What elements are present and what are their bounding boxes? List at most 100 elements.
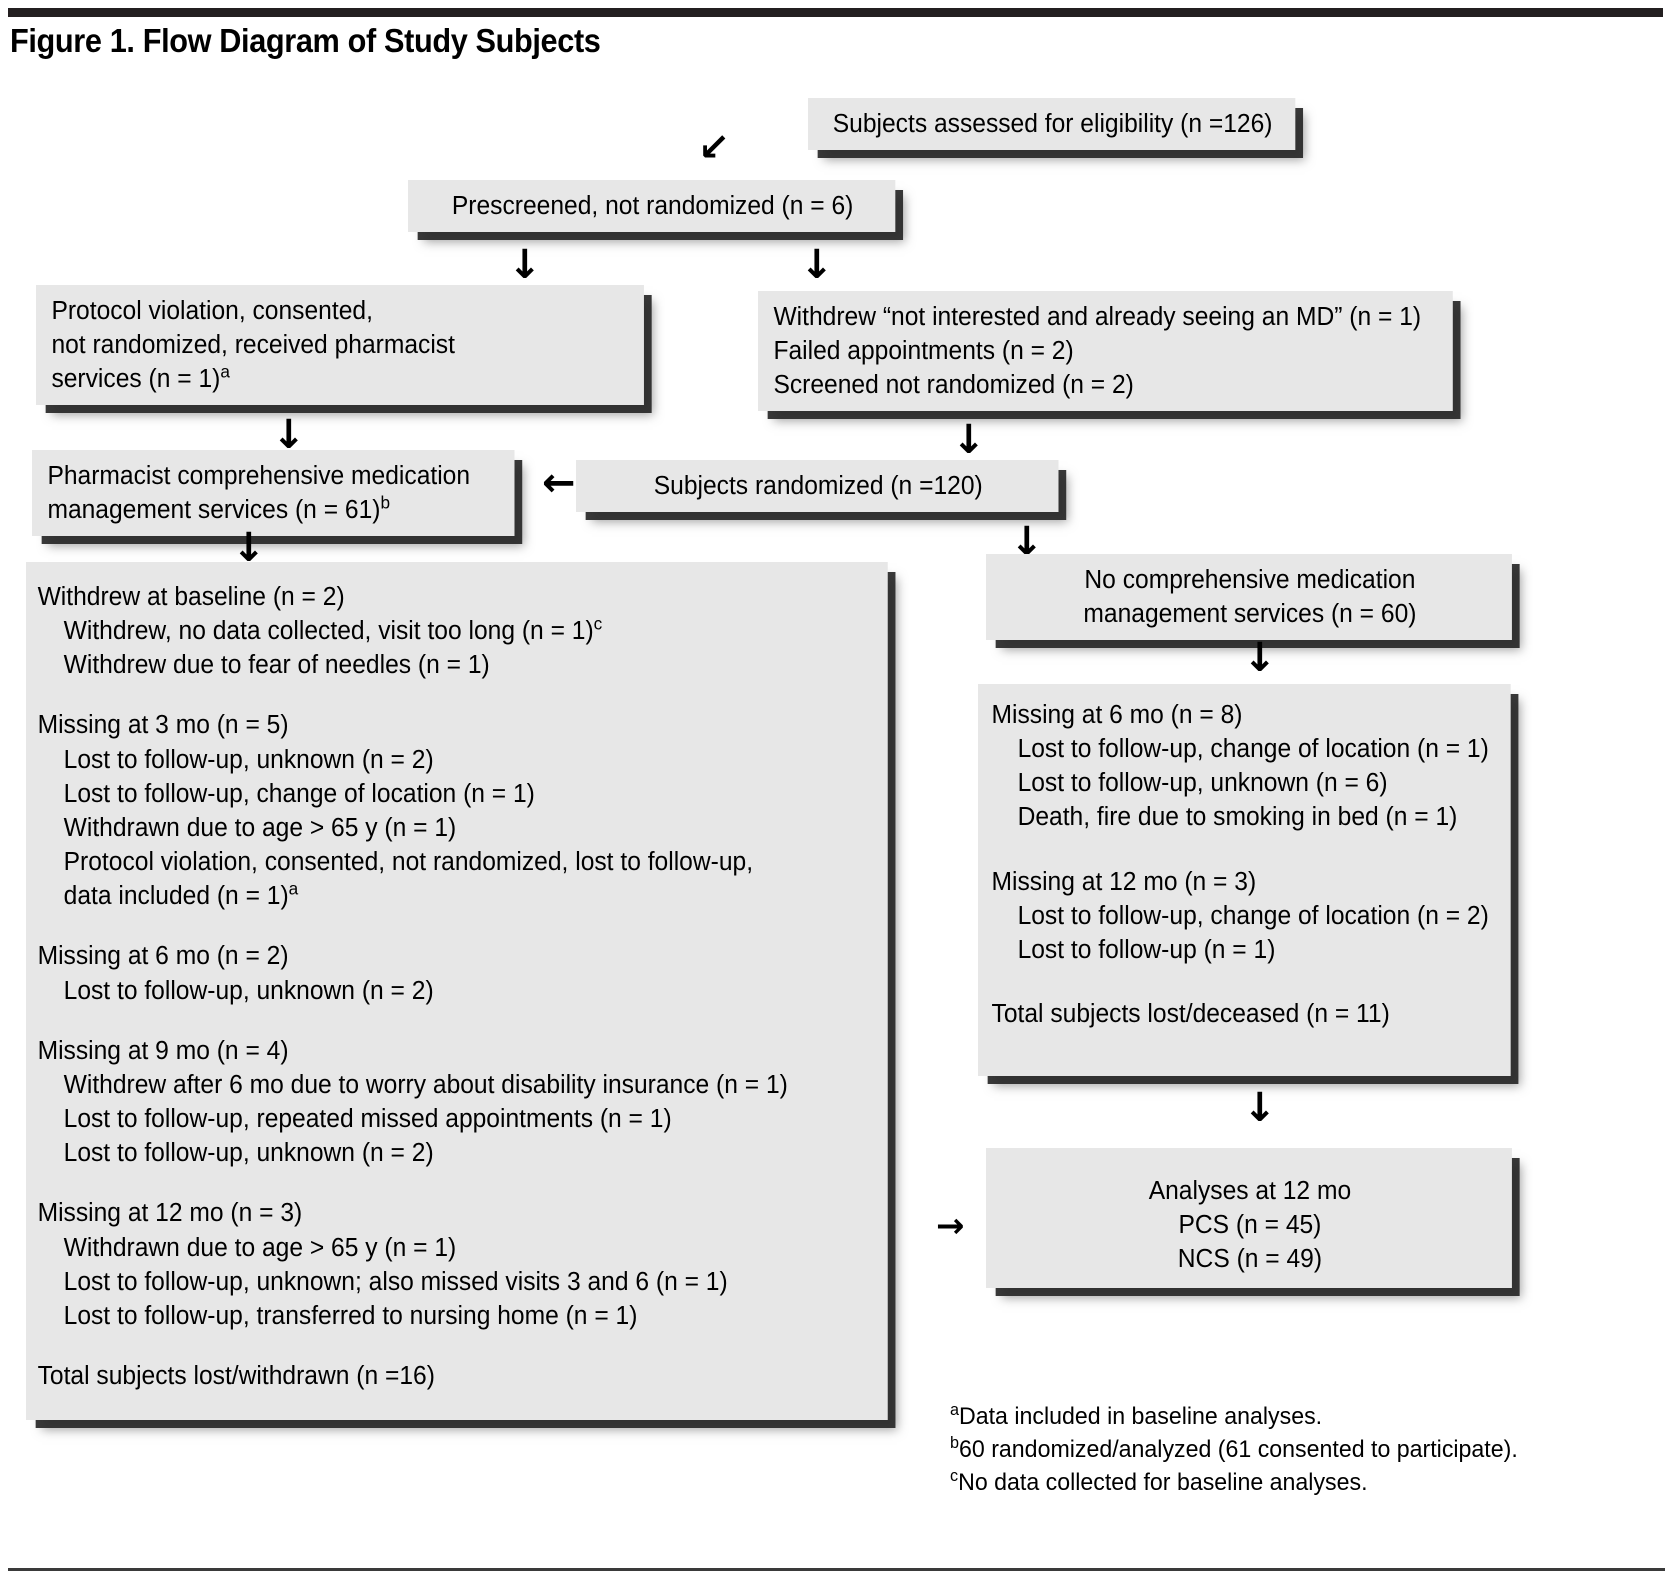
footnote-text: Data included in baseline analyses.: [959, 1403, 1323, 1430]
loss-item-text: Withdrawn due to age > 65 y (n = 1): [63, 1233, 457, 1262]
group-spacer: [992, 835, 1500, 865]
pharmacist-cmm-line-1: Pharmacist comprehensive medication: [47, 462, 471, 490]
loss-item-text: Lost to follow-up, unknown (n = 2): [63, 745, 434, 774]
diagonal-arrow-to-prescreened: ↙: [698, 125, 730, 169]
loss-item: Lost to follow-up, change of location (n…: [38, 777, 875, 811]
down-arrow-to-randomized: ↓: [952, 417, 986, 463]
protocol-violation-line-1: Protocol violation, consented,: [51, 297, 373, 325]
down-arrow-to-pharmacist-cmm: ↓: [272, 412, 306, 458]
footnote-marker-a: a: [288, 878, 299, 899]
group-spacer: [38, 1008, 875, 1034]
pharmacist-cmm-line-2: management services (n = 61)b: [47, 493, 501, 527]
down-arrow-to-protocol-violation: ↓: [508, 242, 542, 288]
loss-group-heading: Missing at 12 mo (n = 3): [37, 1199, 303, 1228]
loss-item: data included (n = 1)a: [38, 879, 875, 913]
loss-group-heading: Missing at 6 mo (n = 8): [991, 701, 1243, 729]
analyses-box: Analyses at 12 mo PCS (n = 45) NCS (n = …: [986, 1148, 1512, 1288]
withdrew-reasons-line-1: Withdrew “not interested and already see…: [773, 303, 1422, 331]
loss-item-text: Lost to follow-up, unknown (n = 6): [1017, 769, 1388, 798]
withdrew-reasons-line-3: Screened not randomized (n = 2): [773, 371, 1134, 400]
subjects-randomized-box: Subjects randomized (n =120): [576, 460, 1059, 513]
loss-total: Total subjects lost/withdrawn (n =16): [37, 1361, 435, 1390]
loss-total: Total subjects lost/deceased (n = 11): [991, 1000, 1390, 1029]
down-arrow-to-withdrew-reasons: ↓: [800, 242, 834, 288]
loss-item: Protocol violation, consented, not rando…: [38, 845, 875, 879]
analyses-line-2: PCS (n = 45): [1178, 1211, 1322, 1240]
protocol-violation-box: Protocol violation, consented, not rando…: [36, 285, 644, 406]
loss-item-text: Lost to follow-up, change of location (n…: [1017, 901, 1489, 930]
loss-item: Lost to follow-up, change of location (n…: [992, 899, 1500, 933]
protocol-violation-line-3: services (n = 1)a: [51, 362, 630, 396]
right-arrow-to-analyses: →: [936, 1206, 965, 1246]
figure-top-rule: [8, 8, 1663, 17]
prescreened-line: Prescreened, not randomized (n = 6): [451, 192, 854, 220]
loss-item-text: Lost to follow-up (n = 1): [1017, 935, 1276, 964]
left-arrow-to-pharmacist-cmm: ←: [542, 460, 576, 506]
loss-item-text: Withdrew after 6 mo due to worry about d…: [63, 1070, 788, 1099]
loss-item: Lost to follow-up (n = 1): [992, 933, 1500, 967]
pharmacist-cmm-box: Pharmacist comprehensive medication mana…: [32, 450, 515, 537]
group-spacer: [38, 1170, 875, 1196]
footnote-marker-c: c: [593, 613, 603, 634]
footnote-row: aData included in baseline analyses.: [950, 1400, 1518, 1433]
loss-item: Withdrew after 6 mo due to worry about d…: [38, 1068, 875, 1102]
loss-item: Lost to follow-up, unknown; also missed …: [38, 1265, 875, 1299]
group-spacer: [38, 682, 875, 708]
protocol-violation-line-2: not randomized, received pharmacist: [51, 331, 455, 360]
loss-item: Withdrew due to fear of needles (n = 1): [38, 648, 875, 682]
analyses-line-1: Analyses at 12 mo: [1148, 1177, 1352, 1205]
loss-item-text: Lost to follow-up, unknown (n = 2): [63, 1139, 434, 1168]
loss-group-heading: Missing at 3 mo (n = 5): [37, 711, 289, 740]
page-title: Figure 1. Flow Diagram of Study Subjects: [10, 22, 601, 59]
subjects-randomized-line: Subjects randomized (n =120): [653, 472, 983, 500]
loss-item: Withdrawn due to age > 65 y (n = 1): [38, 1231, 875, 1265]
loss-item: Lost to follow-up, unknown (n = 2): [38, 743, 875, 777]
loss-item: Lost to follow-up, transferred to nursin…: [38, 1299, 875, 1333]
subjects-assessed-box: Subjects assessed for eligibility (n =12…: [808, 98, 1296, 151]
withdrew-reasons-box: Withdrew “not interested and already see…: [758, 291, 1453, 412]
loss-group-heading: Missing at 6 mo (n = 2): [37, 942, 289, 971]
no-cmm-line-1: No comprehensive medication: [1084, 566, 1416, 594]
loss-item-text: Withdrew due to fear of needles (n = 1): [63, 651, 490, 680]
footnote-text: No data collected for baseline analyses.: [958, 1469, 1368, 1497]
loss-item: Lost to follow-up, unknown (n = 6): [992, 766, 1500, 800]
loss-group-heading: Missing at 12 mo (n = 3): [991, 867, 1257, 896]
loss-item-text: Lost to follow-up, change of location (n…: [63, 779, 535, 808]
control-losses-box: Missing at 6 mo (n = 8) Lost to follow-up…: [978, 684, 1511, 1076]
loss-item: Withdrawn due to age > 65 y (n = 1): [38, 811, 875, 845]
subjects-assessed-line: Subjects assessed for eligibility (n =12…: [832, 110, 1273, 138]
group-spacer: [38, 913, 875, 939]
loss-item-text: Lost to follow-up, unknown; also missed …: [63, 1267, 728, 1296]
analyses-line-3: NCS (n = 49): [1177, 1245, 1323, 1274]
loss-item: Lost to follow-up, unknown (n = 2): [38, 1136, 875, 1170]
footnote-row: cNo data collected for baseline analyses…: [950, 1466, 1518, 1499]
loss-item-text: Death, fire due to smoking in bed (n = 1…: [1017, 803, 1458, 832]
loss-item: Withdrew, no data collected, visit too l…: [38, 614, 875, 648]
loss-item: Lost to follow-up, unknown (n = 2): [38, 974, 875, 1008]
loss-item-text: Lost to follow-up, unknown (n = 2): [63, 976, 434, 1005]
footnote-marker-c: c: [950, 1466, 959, 1486]
footnote-marker-a: a: [950, 1400, 960, 1419]
no-cmm-box: No comprehensive medication management s…: [986, 554, 1512, 641]
footnote-marker-a: a: [220, 361, 230, 382]
loss-item: Lost to follow-up, repeated missed appoi…: [38, 1102, 875, 1136]
footnote-marker-b: b: [380, 492, 391, 513]
figure-bottom-rule: [8, 1568, 1665, 1571]
pharmacist-cmm-line-2-text: management services (n = 61): [47, 496, 381, 525]
loss-item: Lost to follow-up, change of location (n…: [992, 732, 1500, 766]
no-cmm-line-2: management services (n = 60): [1083, 600, 1417, 629]
intervention-losses-box: Withdrew at baseline (n = 2) Withdrew, no…: [26, 562, 888, 1420]
loss-group-heading: Withdrew at baseline (n = 2): [37, 583, 345, 611]
loss-item: Death, fire due to smoking in bed (n = 1…: [992, 800, 1500, 834]
withdrew-reasons-line-2: Failed appointments (n = 2): [773, 337, 1074, 366]
loss-group-heading: Missing at 9 mo (n = 4): [37, 1036, 289, 1065]
loss-item-text: Withdrawn due to age > 65 y (n = 1): [63, 813, 457, 842]
group-spacer: [992, 967, 1500, 997]
footnotes: aData included in baseline analyses.b60 …: [950, 1400, 1518, 1499]
down-arrow-to-analyses: ↓: [1243, 1085, 1277, 1131]
footnote-row: b60 randomized/analyzed (61 consented to…: [950, 1433, 1518, 1466]
down-arrow-to-intervention-losses: ↓: [232, 525, 266, 571]
loss-item-text: Lost to follow-up, transferred to nursin…: [63, 1301, 638, 1330]
loss-item-text: Lost to follow-up, change of location (n…: [1017, 735, 1489, 764]
down-arrow-to-control-losses: ↓: [1243, 635, 1277, 681]
